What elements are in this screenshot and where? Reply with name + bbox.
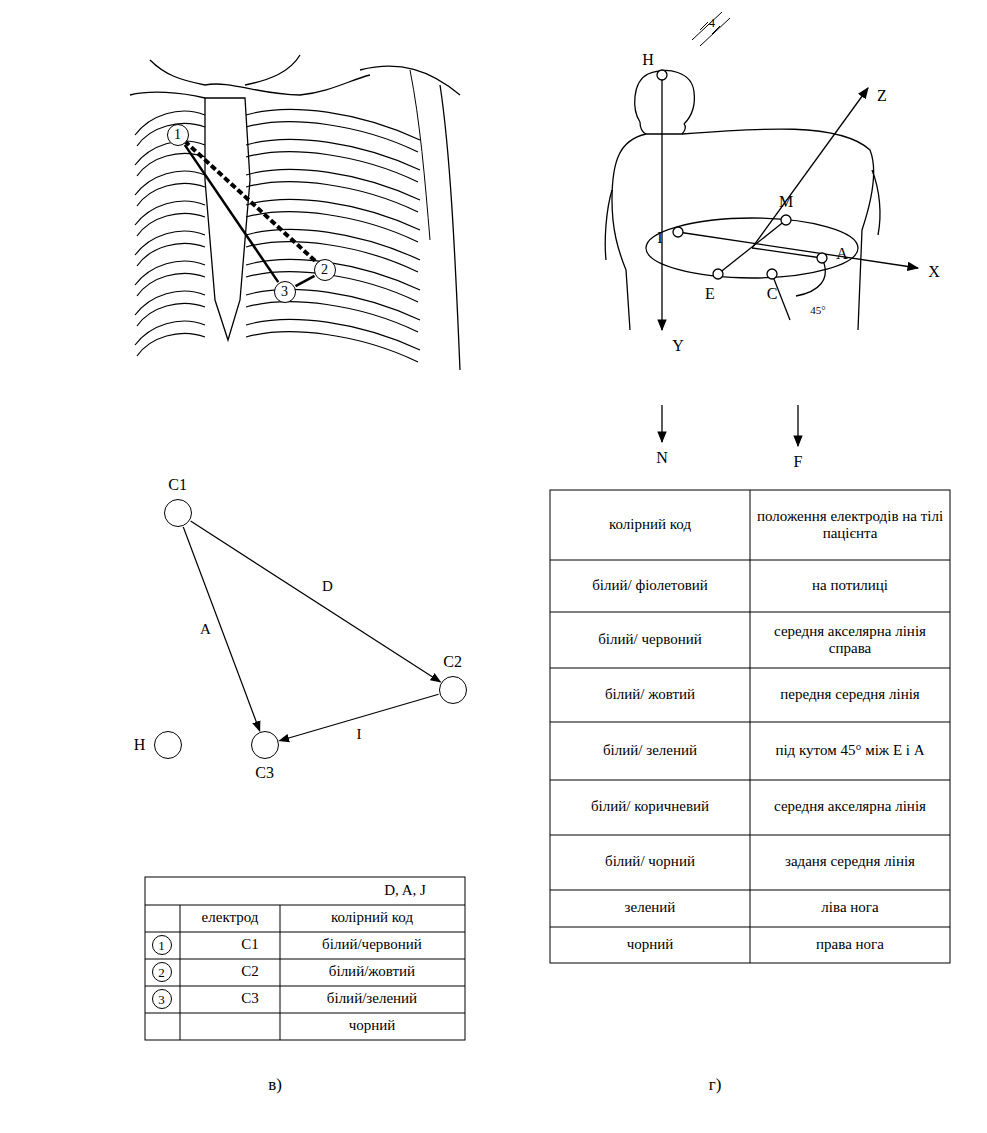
- table-grid: [145, 877, 465, 1040]
- node-label: C3: [255, 765, 274, 781]
- edge-label: A: [198, 621, 213, 638]
- figure-label: г): [709, 1075, 722, 1095]
- node-label: 1: [158, 938, 165, 951]
- table-cell: чорний: [555, 936, 745, 953]
- table-cell: середня акселярна лінія: [755, 798, 945, 815]
- table-cell: білий/ фіолетовий: [555, 577, 745, 594]
- node-label: 3: [281, 285, 288, 299]
- connector: [296, 276, 315, 286]
- table-cell: положення електродів на тілі пацієнта: [755, 508, 945, 543]
- node-label: 2: [158, 965, 165, 978]
- chest-drawing: [130, 55, 460, 370]
- table-cell: білий/жовтий: [329, 963, 415, 980]
- table-cell: C1: [241, 936, 259, 953]
- point-label: E: [705, 285, 715, 303]
- table-cell: на потилиці: [755, 577, 945, 594]
- electrode-circle: C3: [251, 731, 279, 759]
- table-cell: ліва нога: [755, 899, 945, 916]
- table-cell: D, A, J: [384, 882, 426, 899]
- axis-label: X: [928, 263, 940, 281]
- table-cell: білий/ коричневий: [555, 798, 745, 815]
- connector: [183, 527, 259, 731]
- node-label: 1: [174, 128, 181, 142]
- table-cell: передня середня лінія: [755, 686, 945, 703]
- node-label: H: [134, 737, 146, 753]
- table-cell: середня акселярна лінія справа: [755, 623, 945, 658]
- callout-circle: 1: [167, 124, 189, 146]
- axis-label: Z: [877, 87, 887, 105]
- edge-label: D: [320, 577, 335, 594]
- node-label: 3: [158, 992, 165, 1005]
- table-cell: білий/зелений: [327, 990, 417, 1007]
- callout-circle: 3: [274, 281, 296, 303]
- node-label: 2: [321, 263, 328, 277]
- node-label: C1: [168, 477, 187, 493]
- dimension-label: 4: [709, 17, 715, 31]
- point-label: C: [767, 285, 778, 303]
- electrode-circle: H: [154, 731, 182, 759]
- table-cell: електрод: [202, 909, 259, 926]
- table-cell: під кутом 45° між E і A: [755, 742, 945, 759]
- table-cell: права нога: [755, 936, 945, 953]
- callout-circle: 2: [314, 259, 336, 281]
- table-cell: білий/червоний: [322, 936, 422, 953]
- table-grid: [550, 490, 950, 963]
- table-cell: колірний код: [331, 909, 413, 926]
- angle-label: 45°: [810, 304, 825, 317]
- connector: [185, 145, 278, 282]
- table-cell: білий/ червоний: [555, 631, 745, 648]
- table-cell: чорний: [349, 1017, 396, 1034]
- table-cell: білий/ зелений: [555, 742, 745, 759]
- table-cell: білий/ чорний: [555, 853, 745, 870]
- point-label: I: [657, 229, 662, 247]
- table-cell: колірний код: [555, 516, 745, 533]
- node-label: C2: [443, 654, 462, 670]
- point-label: M: [779, 193, 793, 211]
- table-cell: зелений: [555, 899, 745, 916]
- table-cell: C2: [241, 963, 259, 980]
- figure-label: в): [268, 1075, 282, 1095]
- table-cell: заданя середня лінія: [755, 853, 945, 870]
- axis-label: F: [794, 453, 803, 471]
- electrode-band: [178, 135, 325, 270]
- axis-label: Y: [672, 337, 684, 355]
- table-cell: білий/ жовтий: [555, 686, 745, 703]
- electrode-circle: C2: [439, 676, 467, 704]
- edge-label: I: [355, 725, 364, 742]
- point-label: H: [642, 51, 654, 69]
- connector: [191, 521, 441, 682]
- callout-circle: 3: [152, 989, 172, 1009]
- table-cell: C3: [241, 990, 259, 1007]
- torso-drawing: [605, 12, 918, 446]
- point-label: A: [836, 245, 848, 263]
- axis-label: N: [656, 449, 668, 467]
- callout-circle: 2: [152, 962, 172, 982]
- electrode-points: [657, 70, 827, 279]
- electrode-circle: C1: [164, 499, 192, 527]
- callout-circle: 1: [152, 935, 172, 955]
